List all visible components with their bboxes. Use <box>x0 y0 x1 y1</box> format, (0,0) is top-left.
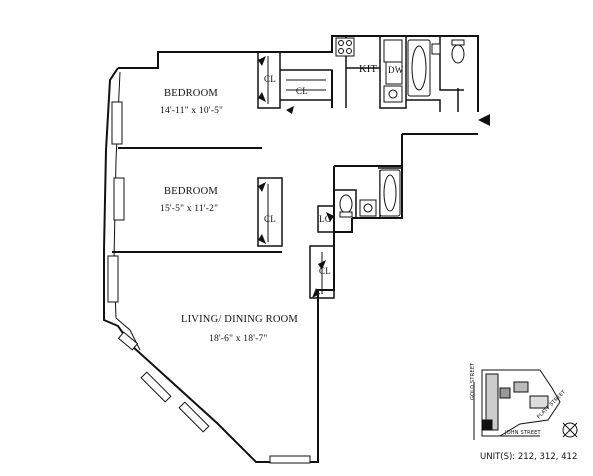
unit-numbers: UNIT(S): 212, 312, 412 <box>480 452 578 462</box>
window <box>178 401 210 433</box>
compass-icon <box>562 422 578 438</box>
closet-label: CL <box>264 74 276 84</box>
kitchen-name: KIT <box>359 64 378 75</box>
toilet <box>451 44 465 64</box>
dishwasher-label: DW <box>388 65 404 75</box>
bedroom2-name: BEDROOM <box>164 186 218 197</box>
keyplan-street-gold: GOLD STREET <box>470 362 476 400</box>
exterior-wall <box>352 166 403 219</box>
bath-sink <box>431 43 441 55</box>
closet-label: CL <box>296 86 308 96</box>
key-plan <box>473 369 561 440</box>
stove <box>335 37 355 57</box>
window <box>113 177 125 221</box>
living-dims: 18'-6" x 18'-7" <box>209 334 268 344</box>
linen-closet-label: LC <box>319 214 331 224</box>
exterior-wall <box>334 134 403 167</box>
fridge <box>383 39 403 63</box>
bedroom1-dims: 14'-11" x 10'-5" <box>160 106 224 116</box>
closet-label: CL <box>319 266 331 276</box>
dishwasher <box>385 61 403 85</box>
entry-arrow-icon <box>478 114 490 126</box>
exterior-wall <box>118 35 479 112</box>
exterior-wall <box>333 166 353 233</box>
bedroom1-name: BEDROOM <box>164 88 218 99</box>
window <box>117 331 139 351</box>
window <box>111 101 123 145</box>
closet-label: CL <box>264 214 276 224</box>
window <box>269 455 311 464</box>
living-name: LIVING/ DINING ROOM <box>181 314 298 325</box>
bedroom2-dims: 15'-5" x 11'-2" <box>160 204 219 214</box>
keyplan-street-john: JOHN STREET <box>505 430 541 436</box>
window <box>107 255 119 303</box>
exterior-wall <box>103 67 262 463</box>
window <box>140 371 172 403</box>
toilet-2 <box>339 194 353 214</box>
